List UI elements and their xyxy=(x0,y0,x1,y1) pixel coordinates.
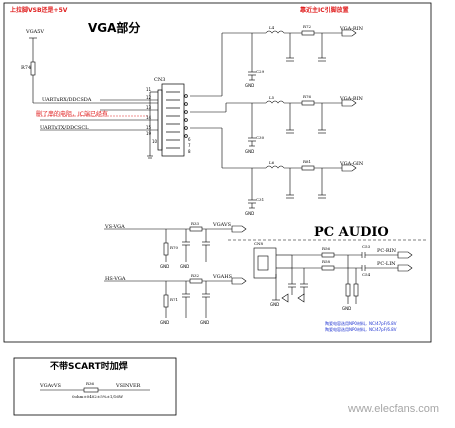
gnd-label: GND xyxy=(160,320,170,325)
net-hs-vga: HS-VGA xyxy=(105,276,126,282)
ref-r71: R71 xyxy=(170,297,179,302)
net-pc-lin: PC-LIN xyxy=(377,261,396,267)
edid-note: 删了串的电阻，IC端已经有 xyxy=(36,111,108,118)
net-pc-rin: PC-RIN xyxy=(377,248,396,254)
net-ddc-sda: UARTxRX/DDCSDA xyxy=(42,97,92,103)
ref-l4: L4 xyxy=(269,25,275,30)
pin-12: 12 xyxy=(146,95,152,100)
ref-r76: R76 xyxy=(303,94,312,99)
scart-box-title: 不带SCART时加焊 xyxy=(50,362,128,372)
ref-r58: R58 xyxy=(322,259,331,264)
ref-r36: R36 xyxy=(86,381,95,386)
ref-r70: R70 xyxy=(170,245,179,250)
pin-10: 10 xyxy=(152,139,158,144)
pin-6: 6 xyxy=(188,137,191,142)
ref-cn3: CN3 xyxy=(154,77,166,83)
pc-audio-title: PC AUDIO xyxy=(314,225,389,240)
vga-connector-cn3 xyxy=(157,83,188,157)
net-vgavvs: VGAvVS xyxy=(40,383,61,389)
net-vga5v: VGA5V xyxy=(26,29,45,35)
ref-l6: L6 xyxy=(269,160,275,165)
pullup-note: 上拉脚VSB还是+5V xyxy=(10,7,68,14)
vga-section-title: VGA部分 xyxy=(88,21,141,35)
gnd-label: GND xyxy=(160,264,170,269)
site-watermark: www.elecfans.com xyxy=(348,403,440,415)
net-vgavs-out: VGAVS xyxy=(213,222,232,228)
audio-cap-note-1: 陶瓷电容选用NP0材料，NC/47pF/6.8V xyxy=(325,321,397,326)
ref-r81: R81 xyxy=(303,159,312,164)
net-vga-bin: VGA-BIN xyxy=(340,96,363,102)
pin-13: 13 xyxy=(146,105,152,110)
placement-note: 靠近主IC引脚放置 xyxy=(300,7,349,14)
ref-c53: C53 xyxy=(362,244,371,249)
pin-8: 8 xyxy=(188,149,191,154)
gnd-label: GND xyxy=(200,320,210,325)
ref-r32: R32 xyxy=(191,273,200,278)
net-vga-rin: VGA-RIN xyxy=(340,26,364,32)
ref-c29: C29 xyxy=(256,69,265,74)
pin-15: 15 xyxy=(146,125,152,130)
ref-r74: R74 xyxy=(21,65,32,71)
ref-r72: R72 xyxy=(303,24,312,29)
gnd-label: GND xyxy=(342,306,352,311)
pin-19: 19 xyxy=(146,131,152,136)
audio-cap-note-2: 陶瓷电容选用NP0材料，NC/47pF/6.8V xyxy=(325,327,397,332)
ref-r56: R56 xyxy=(322,246,331,251)
scart-part-note: 0ohm±0402±5%±1/16W xyxy=(72,394,123,399)
pin-7: 7 xyxy=(188,143,191,148)
net-vsinver: VSINVER xyxy=(116,383,141,389)
ref-l5: L5 xyxy=(269,95,275,100)
pin-11: 11 xyxy=(146,87,152,92)
gnd-label: GND xyxy=(180,264,190,269)
ref-c31: C31 xyxy=(256,197,265,202)
net-vs-vga: VS-VGA xyxy=(105,224,125,230)
net-vga-gin: VGA-GIN xyxy=(340,161,364,167)
ref-c30: C30 xyxy=(256,135,265,140)
net-vgahs-out: VGAHS xyxy=(213,274,233,280)
gnd-label: GND xyxy=(270,302,280,307)
gnd-label: GND xyxy=(245,149,255,154)
gnd-label: GND xyxy=(245,83,255,88)
gnd-label: GND xyxy=(245,211,255,216)
ref-cn8: CN8 xyxy=(254,241,264,246)
ref-r33: R33 xyxy=(191,221,200,226)
pin-14: 14 xyxy=(146,115,152,120)
ref-c54: C54 xyxy=(362,272,371,277)
net-ddc-scl: UARTxTX/DDCSCL xyxy=(40,125,89,131)
